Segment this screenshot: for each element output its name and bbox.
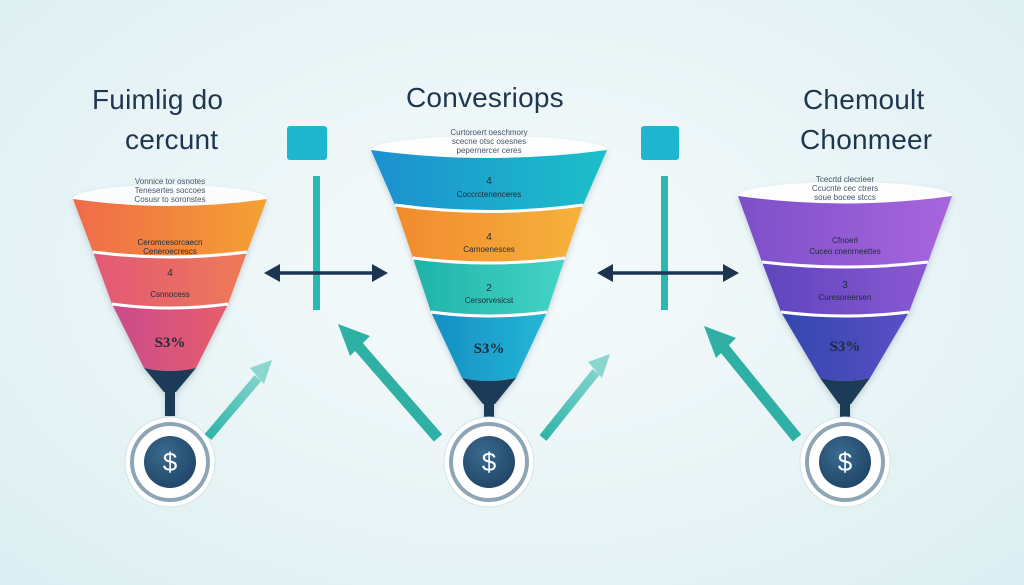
funnel-1-stage-1-label: Ceromcesorcaecn [137,238,203,247]
funnel-2 [371,136,607,420]
coin-2 [443,416,535,508]
funnel-1-stage-2-number: 4 [167,268,173,279]
funnel-1-stage-3-label: Csnnocess [150,290,190,299]
funnel-1-title-line-2: cercunt [125,124,219,155]
funnel-2-stage-2-number: 4 [486,232,492,243]
funnel-1-caption-2: Tenesertes soccoes [134,186,206,195]
coin-3 [799,416,891,508]
funnel-3-stage-2-label: Cuceo cnenrneettes [809,247,881,256]
funnel-2-stage-1-number: 4 [486,176,492,187]
funnel-2-stage-3-label: Cersorvesicst [464,296,514,305]
funnel-2-stage-1-label: Coccrctenenceres [456,190,522,199]
funnel-2-caption-2: scecne otsc osesnes [451,137,527,146]
arrow-up-left-2 [338,324,443,442]
funnel-3-stage-3-label: Curesoreersen [818,293,872,302]
funnel-1-dollar-icon: $ [162,447,178,477]
funnel-2-stage-3-number: 2 [486,283,492,294]
connector-left [264,126,388,310]
funnel-1 [73,185,267,416]
funnel-2-caption-3: pepernercer ceres [456,146,522,155]
funnel-1-percent: S3% [154,335,186,351]
funnel-3-caption-3: soue bocee stccs [814,193,876,202]
funnel-3-title-line-2: Chonmeer [800,124,933,155]
arrow-up-right-1 [204,360,272,440]
arrow-up-right-2 [539,354,610,441]
funnel-3-caption-2: Ccucnte cec ctrers [811,184,879,193]
connector-right [597,126,739,310]
arrow-up-left-3 [704,326,802,442]
funnel-3-stage-1-label: Cfnoerl [832,236,858,245]
funnel-1-caption-3: Cosusr to soronstes [134,195,206,204]
funnel-2-percent: S3% [473,341,505,357]
funnel-3 [738,182,952,422]
funnel-3-percent: S3% [829,339,861,355]
funnel-3-title-line-1: Chemoult [803,84,925,115]
coin-1 [124,416,216,508]
funnel-2-title: Convesriops [406,82,564,113]
funnel-2-stage-2-label: Carnoenesces [463,245,515,254]
funnel-3-stage-3-number: 3 [842,280,848,291]
funnel-1-stage-2-label: Ceneroecrescs [143,247,197,256]
funnel-2-caption-1: Curtoroert oeschmory [450,128,528,137]
funnel-2-dollar-icon: $ [481,447,497,477]
funnel-3-dollar-icon: $ [837,447,853,477]
funnel-3-caption-1: Tcecrtd clecrieer [815,175,875,184]
funnel-1-caption-1: Vonnice tor osnotes [134,177,206,186]
funnel-1-title-line-1: Fuimlig do [92,84,224,115]
